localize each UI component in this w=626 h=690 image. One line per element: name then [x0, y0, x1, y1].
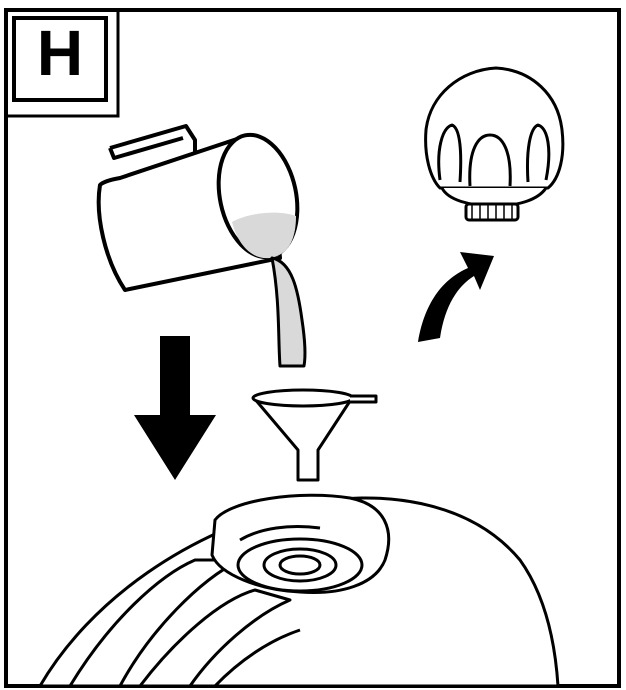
funnel-icon — [251, 388, 378, 482]
down-arrow-icon — [134, 336, 216, 480]
water-jug-icon — [96, 124, 307, 368]
step-letter: H — [36, 17, 84, 89]
steam-generator-icon — [38, 493, 560, 688]
curved-arrow-icon — [418, 252, 494, 342]
step-label-box — [6, 10, 120, 118]
cap-icon — [424, 66, 565, 222]
